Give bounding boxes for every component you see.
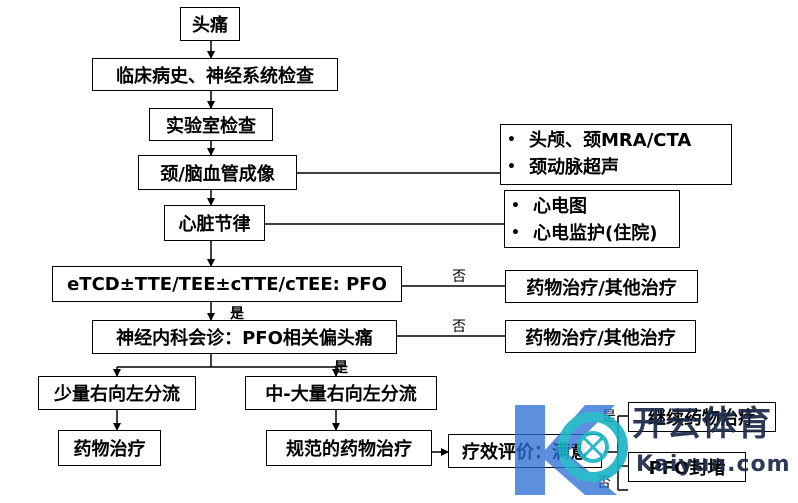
neuro-consult-label: 神经内科会诊：PFO相关偏头痛 — [116, 328, 373, 349]
large-shunt-label: 中-大量右向左分流 — [265, 384, 417, 405]
watermark-url: Kaiyun.com — [636, 452, 791, 477]
history-exam-label: 临床病史、神经系统检查 — [116, 65, 314, 87]
imaging-detail-item: •颈动脉超声 — [507, 157, 619, 178]
etcd-pfo-box: eTCD±TTE/TEE±cTTE/cTEE: PFO — [52, 266, 402, 302]
cardiac-rhythm-box: 心脏节律 — [164, 205, 265, 241]
drug-other-label-1: 药物治疗/其他治疗 — [526, 277, 677, 299]
no-label-2: 否 — [452, 319, 466, 335]
vascular-imaging-box: 颈/脑血管成像 — [138, 155, 297, 190]
drug-other-box-2: 药物治疗/其他治疗 — [505, 320, 696, 353]
continue-drug-label: 继续药物治疗 — [648, 408, 756, 429]
pfo-closure-label: PFO封堵 — [648, 458, 726, 479]
vascular-imaging-label: 颈/脑血管成像 — [160, 163, 275, 185]
rhythm-detail-box: •心电图 •心电监护(住院) — [504, 190, 680, 248]
small-shunt-box: 少量右向左分流 — [38, 376, 196, 410]
headache-label: 头痛 — [192, 15, 228, 36]
yes-label-3: 是 — [602, 409, 616, 425]
no-label-1: 否 — [452, 269, 466, 285]
drug-treatment-box: 药物治疗 — [58, 430, 161, 466]
efficacy-label: 疗效评价：满意 — [462, 442, 588, 463]
pfo-closure-box: PFO封堵 — [628, 452, 746, 482]
drug-other-label-2: 药物治疗/其他治疗 — [525, 327, 676, 349]
imaging-detail-box: •头颅、颈MRA/CTA •颈动脉超声 — [500, 124, 732, 185]
standard-drug-label: 规范的药物治疗 — [286, 439, 412, 460]
small-shunt-label: 少量右向左分流 — [54, 384, 180, 405]
yes-label-1: 是 — [230, 306, 244, 322]
rhythm-detail-item: •心电监护(住院) — [511, 223, 658, 244]
efficacy-box: 疗效评价：满意 — [448, 434, 602, 468]
continue-drug-box: 继续药物治疗 — [628, 402, 776, 432]
headache-box: 头痛 — [180, 7, 240, 41]
drug-treatment-label: 药物治疗 — [73, 439, 146, 460]
cardiac-rhythm-label: 心脏节律 — [178, 214, 251, 235]
large-shunt-box: 中-大量右向左分流 — [245, 376, 437, 410]
drug-other-box-1: 药物治疗/其他治疗 — [505, 270, 698, 303]
etcd-pfo-label: eTCD±TTE/TEE±cTTE/cTEE: PFO — [67, 273, 387, 295]
lab-test-label: 实验室检查 — [166, 115, 256, 137]
history-exam-box: 临床病史、神经系统检查 — [92, 58, 338, 91]
rhythm-detail-item: •心电图 — [511, 196, 587, 217]
no-label-3: 否 — [597, 475, 611, 491]
yes-label-2: 是 — [334, 360, 348, 376]
standard-drug-box: 规范的药物治疗 — [266, 430, 432, 466]
lab-test-box: 实验室检查 — [149, 108, 273, 141]
imaging-detail-item: •头颅、颈MRA/CTA — [507, 130, 692, 151]
watermark-name: 开云体育 — [632, 404, 772, 444]
neuro-consult-box: 神经内科会诊：PFO相关偏头痛 — [92, 320, 397, 354]
